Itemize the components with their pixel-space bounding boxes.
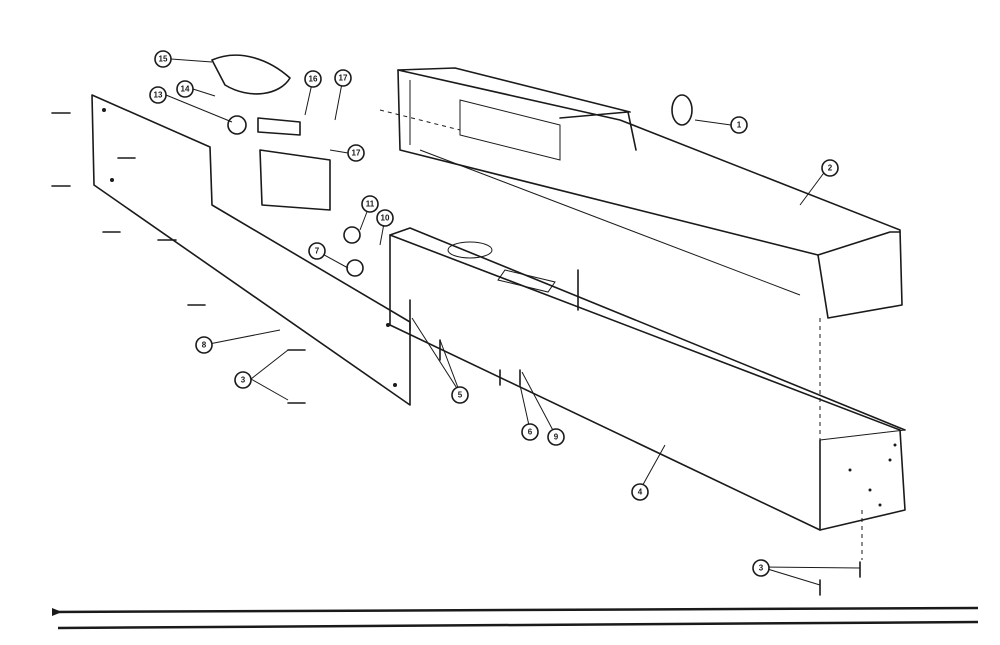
svg-text:17: 17 [352, 149, 361, 158]
svg-text:3: 3 [759, 564, 764, 573]
callout-17b: 17 [347, 144, 365, 162]
alignment-lines [379, 109, 863, 560]
callout-2: 2 [821, 159, 839, 177]
callout-11: 11 [361, 195, 379, 213]
svg-text:13: 13 [154, 91, 163, 100]
svg-text:8: 8 [202, 341, 207, 350]
callout-9: 9 [547, 428, 565, 446]
screws [51, 112, 861, 596]
callout-14: 14 [176, 80, 194, 98]
chain [211, 54, 291, 95]
callouts: 15 14 13 16 17 17 1 2 11 10 7 8 3 5 6 9 … [149, 50, 861, 586]
svg-text:2: 2 [828, 164, 833, 173]
callout-5: 5 [451, 386, 469, 404]
callout-4: 4 [631, 483, 649, 501]
svg-text:9: 9 [554, 433, 559, 442]
bottom-rules [51, 606, 979, 630]
svg-text:17: 17 [339, 74, 348, 83]
svg-text:14: 14 [181, 85, 190, 94]
svg-text:16: 16 [309, 75, 318, 84]
callout-15: 15 [154, 50, 172, 68]
svg-text:10: 10 [381, 214, 390, 223]
callout-7: 7 [308, 242, 326, 260]
svg-text:15: 15 [159, 55, 168, 64]
callout-6: 6 [521, 423, 539, 441]
callout-17a: 17 [334, 69, 352, 87]
callout-13: 13 [149, 86, 167, 104]
front-panel [91, 94, 411, 406]
svg-text:4: 4 [638, 488, 643, 497]
svg-text:6: 6 [528, 428, 533, 437]
callout-1: 1 [730, 116, 748, 134]
callout-16: 16 [304, 70, 322, 88]
svg-text:5: 5 [458, 391, 463, 400]
base-texture [848, 443, 897, 507]
callout-8: 8 [195, 336, 213, 354]
svg-text:1: 1 [737, 121, 742, 130]
callout-3: 3 [234, 371, 252, 389]
base-channel [389, 227, 906, 531]
svg-text:11: 11 [366, 200, 375, 209]
callout-3b: 3 [752, 559, 770, 577]
svg-text:3: 3 [241, 376, 246, 385]
svg-text:7: 7 [315, 247, 320, 256]
rear-cover [397, 67, 903, 319]
callout-10: 10 [376, 209, 394, 227]
